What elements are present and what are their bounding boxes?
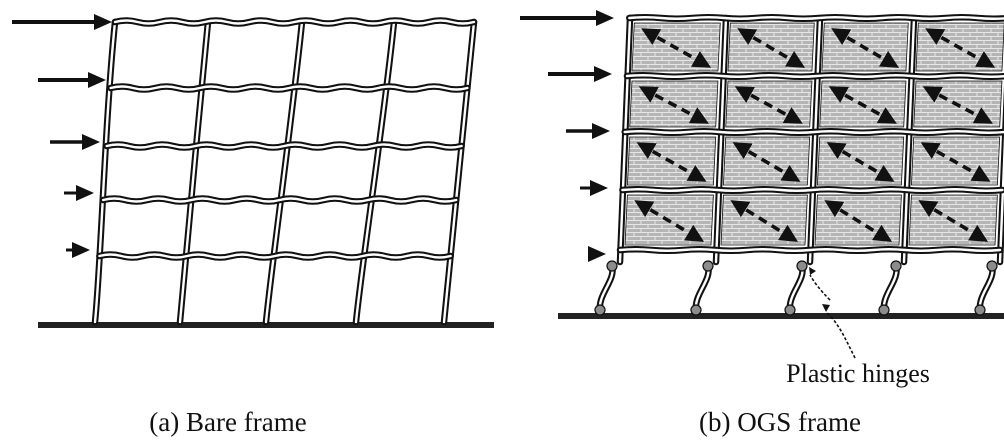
plastic-hinge-circle xyxy=(690,304,702,316)
strut-arrow xyxy=(638,86,709,124)
caption-b: (b) OGS frame xyxy=(699,407,861,437)
lateral-load-arrow xyxy=(38,72,106,88)
lateral-loads-a xyxy=(12,14,112,258)
beam xyxy=(616,246,1004,254)
ogs-frame-panel: Plastic hinges (b) OGS frame xyxy=(520,10,1004,437)
bare-frame-panel: (a) Bare frame xyxy=(12,14,494,437)
lateral-load-arrow xyxy=(50,134,100,150)
hinge-pointer-arrow xyxy=(825,311,856,359)
beam xyxy=(99,195,460,205)
lateral-load-arrow xyxy=(12,14,112,30)
column xyxy=(352,18,398,326)
lateral-loads-b xyxy=(520,10,614,262)
beam xyxy=(626,14,1004,22)
plastic-hinge-circle xyxy=(606,260,618,272)
strut-arrow xyxy=(925,28,996,68)
lateral-load-arrow xyxy=(66,242,90,258)
strut-arrow xyxy=(737,28,806,68)
strut-arrow xyxy=(824,200,893,242)
ground-storey-column xyxy=(692,262,712,314)
strut-arrow xyxy=(636,142,707,182)
beam xyxy=(623,72,1004,80)
strut-arrow xyxy=(641,28,712,68)
arrowhead-icon xyxy=(822,304,830,312)
column xyxy=(996,85,1004,266)
strut-arrow xyxy=(828,86,897,124)
lateral-load-arrow xyxy=(64,185,94,201)
beam xyxy=(103,141,465,151)
hinge-pointer-arrow xyxy=(809,274,831,301)
plastic-hinges-label: Plastic hinges xyxy=(786,359,930,388)
plastic-hinge-circle xyxy=(986,260,998,272)
plastic-hinge-circle xyxy=(878,304,890,316)
plastic-hinge-circle xyxy=(784,304,796,316)
beam xyxy=(621,128,1004,136)
lateral-load-arrow xyxy=(520,10,614,26)
beam xyxy=(107,83,471,93)
beam xyxy=(96,251,454,261)
strut-arrow xyxy=(732,142,801,182)
column xyxy=(806,14,824,266)
ground-storey-column xyxy=(976,262,996,314)
column xyxy=(616,14,634,266)
beam xyxy=(619,186,1004,194)
strut-arrow xyxy=(826,142,895,182)
plastic-hinge-circle xyxy=(594,304,606,316)
caption-a: (a) Bare frame xyxy=(149,407,306,437)
plastic-hinge-circle xyxy=(702,260,714,272)
lateral-load-arrow xyxy=(588,246,606,262)
strut-arrow xyxy=(922,86,993,124)
column xyxy=(712,14,730,266)
column xyxy=(900,14,918,266)
ground-storey-column xyxy=(596,262,616,314)
plastic-hinge-circle xyxy=(974,304,986,316)
strut-arrow xyxy=(831,28,900,68)
strut-arrow xyxy=(920,142,991,182)
column xyxy=(176,18,212,326)
diagonal-struts xyxy=(634,28,996,242)
column xyxy=(440,18,478,326)
column xyxy=(262,18,306,326)
plastic-hinge-circle xyxy=(890,260,902,272)
strut-arrow xyxy=(730,200,799,242)
plastic-hinges xyxy=(594,260,998,316)
ground-storey-column xyxy=(786,262,806,314)
ground-line xyxy=(558,313,1004,319)
beam xyxy=(111,17,478,27)
lateral-load-arrow xyxy=(580,180,608,196)
bare-frame xyxy=(91,17,478,326)
strut-arrow xyxy=(734,86,803,124)
strut-arrow xyxy=(634,200,705,242)
lateral-load-arrow xyxy=(566,123,610,139)
strut-arrow xyxy=(918,200,989,242)
arrowhead-icon xyxy=(809,267,816,275)
ground-storey-column xyxy=(880,262,900,314)
column xyxy=(91,18,119,326)
plastic-hinge-circle xyxy=(796,260,808,272)
lateral-load-arrow xyxy=(548,66,612,82)
